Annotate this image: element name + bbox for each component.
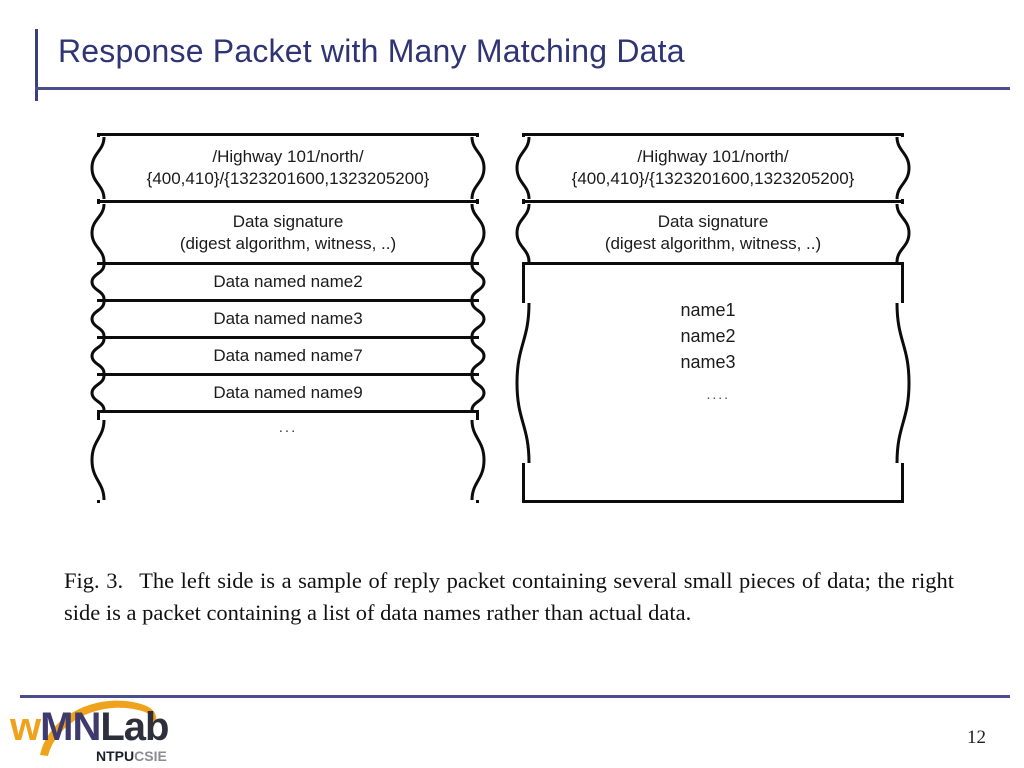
brace-right-icon (465, 265, 487, 299)
right-signature-line-2: (digest algorithm, witness, ..) (604, 233, 822, 253)
page-title: Response Packet with Many Matching Data (58, 33, 685, 69)
left-data-row-label: Data named name2 (213, 272, 363, 291)
left-packet-data-row: Data named name2 (89, 265, 487, 302)
left-name-line-2: {400,410}/{1323201600,1323205200} (146, 169, 430, 188)
brace-left-icon (89, 137, 111, 199)
logo-letters-mn: MN (40, 705, 101, 749)
title-vertical-rule (35, 29, 38, 101)
brace-right-icon (890, 137, 912, 199)
brace-left-icon (514, 137, 536, 199)
left-name-line-1: /Highway 101/north/ (212, 147, 364, 166)
brace-right-icon (465, 419, 487, 500)
right-name-list-item: name3 (680, 352, 736, 372)
left-packet-name-field: /Highway 101/north/ {400,410}/{132320160… (89, 136, 487, 203)
left-packet-diagram: /Highway 101/north/ {400,410}/{132320160… (89, 133, 487, 506)
right-packet-diagram: /Highway 101/north/ {400,410}/{132320160… (514, 133, 912, 503)
brace-left-icon (89, 376, 111, 410)
right-packet-name-list-field: name1 name2 name3 .... (514, 265, 912, 500)
right-packet-name-field: /Highway 101/north/ {400,410}/{132320160… (514, 136, 912, 203)
figure-caption-number: Fig. 3. (64, 568, 124, 593)
right-name-line-1: /Highway 101/north/ (637, 147, 789, 166)
left-packet-signature-field: Data signature (digest algorithm, witnes… (89, 203, 487, 265)
brace-left-icon (89, 203, 111, 262)
left-packet-data-row: Data named name7 (89, 339, 487, 376)
brace-right-icon (465, 339, 487, 373)
brace-left-icon (514, 302, 536, 463)
right-name-list-ellipsis: .... (706, 386, 731, 402)
right-name-line-2: {400,410}/{1323201600,1323205200} (571, 169, 855, 188)
right-name-list-item: name2 (680, 326, 736, 346)
right-packet-signature-field: Data signature (digest algorithm, witnes… (514, 203, 912, 265)
brace-right-icon (890, 302, 912, 463)
left-ellipsis-label: ... (278, 419, 298, 436)
brace-left-icon (514, 203, 536, 262)
left-data-row-label: Data named name3 (213, 309, 363, 328)
left-packet-continuation-row: ... (89, 413, 487, 506)
swoosh-icon (40, 700, 157, 756)
left-data-row-label: Data named name7 (213, 346, 363, 365)
left-signature-line-2: (digest algorithm, witness, ..) (179, 233, 397, 253)
right-signature-line-1: Data signature (657, 211, 769, 231)
brace-right-icon (465, 302, 487, 336)
slide-header: Response Packet with Many Matching Data (0, 0, 1024, 110)
footer-rule (20, 695, 1010, 698)
brace-right-icon (465, 203, 487, 262)
logo-letter-w: w (10, 705, 41, 749)
left-signature-line-1: Data signature (232, 211, 344, 231)
left-packet-data-row: Data named name9 (89, 376, 487, 413)
figure-caption-text: The left side is a sample of reply packe… (64, 568, 955, 625)
figure-caption: Fig. 3.The left side is a sample of repl… (64, 565, 954, 629)
title-horizontal-rule (35, 87, 1010, 90)
right-name-list-item: name1 (680, 300, 736, 320)
brace-left-icon (89, 339, 111, 373)
brace-right-icon (465, 137, 487, 199)
logo-letters-lab: Lab (100, 705, 169, 749)
brace-left-icon (89, 265, 111, 299)
logo-wordmark: wMNLab (10, 705, 169, 749)
brace-left-icon (89, 419, 111, 500)
logo-subtitle: NTPUCSIE (96, 748, 167, 764)
logo-csie-text: CSIE (134, 748, 167, 764)
brace-left-icon (89, 302, 111, 336)
left-data-row-label: Data named name9 (213, 383, 363, 402)
logo-ntpu-text: NTPU (96, 748, 135, 764)
wmnlab-logo: wMNLab NTPUCSIE (8, 700, 238, 765)
brace-right-icon (465, 376, 487, 410)
right-packet-name-list: name1 name2 name3 .... (680, 297, 735, 407)
brace-right-icon (890, 203, 912, 262)
page-number: 12 (967, 727, 986, 748)
left-packet-data-row: Data named name3 (89, 302, 487, 339)
